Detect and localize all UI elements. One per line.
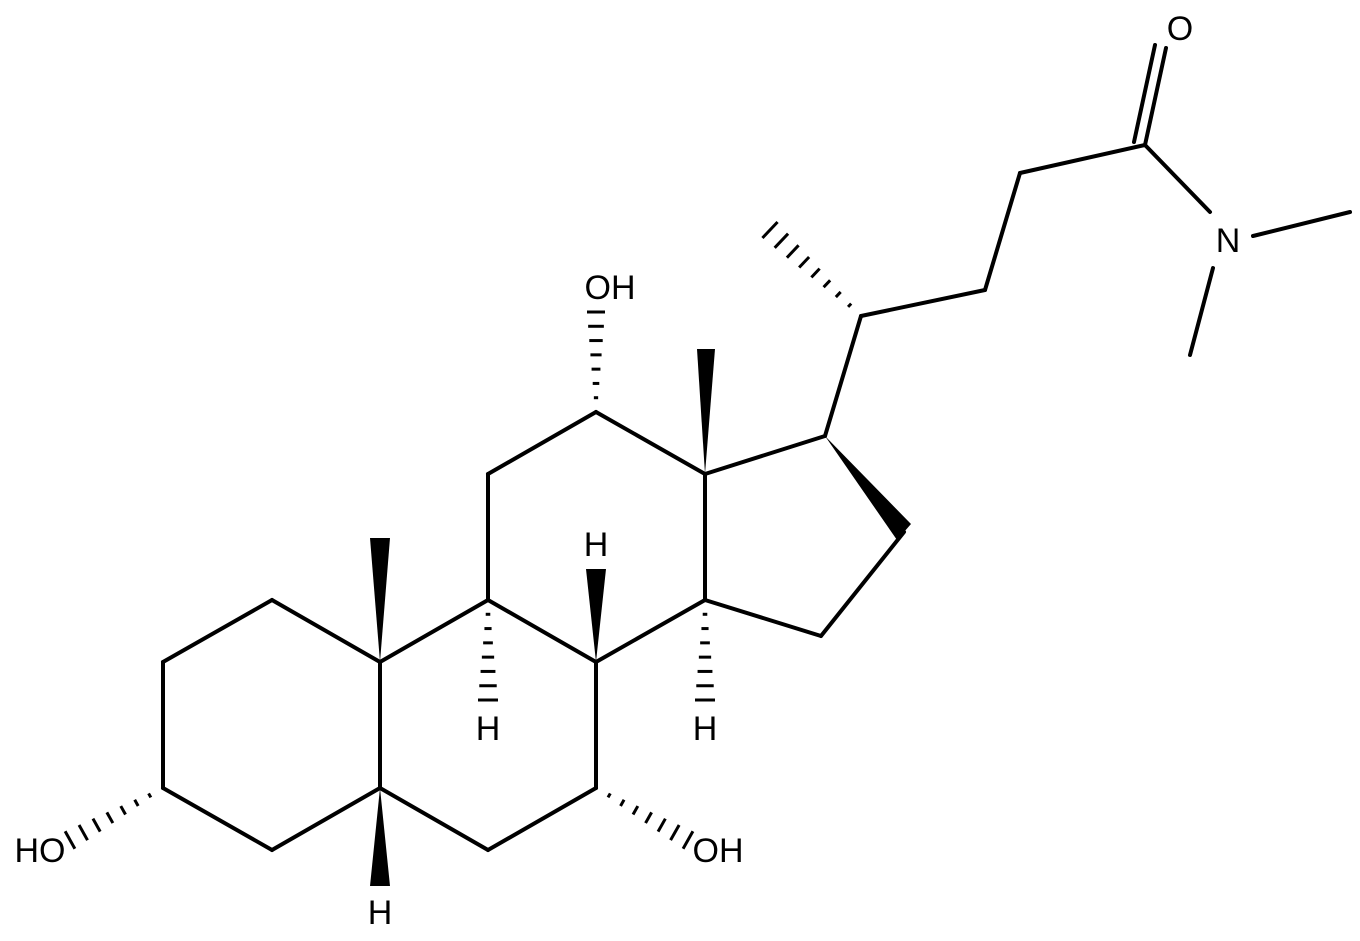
bond-c13-c17 — [703, 434, 827, 476]
bond-c24-n — [1143, 143, 1212, 214]
bond-c7-c6 — [486, 786, 598, 852]
bond-n-methyl-a — [1251, 210, 1352, 238]
hash-stroke — [773, 232, 790, 249]
hash-stroke — [63, 830, 77, 850]
wedge-c13-methyl — [697, 349, 715, 474]
hash-stroke — [147, 792, 153, 799]
bond-c14-c8 — [594, 598, 707, 664]
hash-stroke — [644, 811, 653, 824]
hash-stroke — [631, 805, 640, 816]
hash-bonds — [63, 220, 853, 850]
skeletal-bonds — [161, 43, 1352, 852]
hash-stroke — [133, 799, 140, 807]
label-hydroxyl-c3: HO — [15, 832, 66, 870]
label-hydrogen-c14: H — [693, 710, 718, 748]
hash-stroke — [669, 824, 681, 841]
hash-stroke — [761, 220, 779, 240]
bond-c4-c5 — [270, 786, 382, 852]
bond-carbonyl-a — [1143, 46, 1168, 147]
label-hydrogen-c5: H — [368, 894, 393, 932]
wedge-c8-hydrogen — [586, 569, 606, 662]
hash-stroke — [119, 805, 127, 816]
wedge-c5-hydrogen — [370, 788, 390, 886]
bond-c11-c12 — [486, 410, 598, 476]
hash-stroke — [656, 817, 667, 833]
label-hydrogen-c8: H — [584, 526, 609, 564]
bond-c10-c9 — [378, 598, 490, 664]
hash-stroke — [619, 799, 626, 807]
label-hydrogen-c9: H — [476, 710, 501, 748]
hash-c3-hydroxyl — [63, 792, 153, 850]
hash-stroke — [91, 817, 102, 833]
hash-c7-hydroxyl — [606, 792, 695, 850]
bond-c12-c13 — [594, 410, 707, 476]
hash-c14-hydrogen — [695, 612, 715, 702]
hash-stroke — [681, 830, 695, 850]
hash-stroke — [846, 302, 853, 308]
atom-labels: OH HO OH H H H H O N — [15, 10, 1241, 932]
bond-c23-c24 — [1018, 143, 1147, 175]
hash-stroke — [834, 290, 842, 299]
bond-c6-c5 — [378, 786, 490, 852]
bond-c1-c10 — [270, 598, 382, 664]
bond-c20-c22 — [859, 288, 987, 318]
hash-c9-hydrogen — [478, 612, 498, 702]
bond-c17-c20 — [823, 314, 863, 438]
bond-c1-c2 — [161, 598, 274, 664]
hash-c12-hydroxyl — [587, 310, 605, 400]
hash-stroke — [822, 279, 832, 289]
bond-c22-c23 — [983, 171, 1022, 292]
label-carbonyl-oxygen: O — [1167, 10, 1193, 48]
bond-carbonyl-b — [1132, 43, 1157, 144]
bond-c15-c14 — [703, 598, 823, 638]
bond-n-methyl-b — [1188, 266, 1215, 357]
wedge-c17-c16 — [825, 436, 911, 540]
bond-c16-c15 — [819, 530, 906, 638]
hash-stroke — [606, 792, 612, 799]
wedge-c10-methyl — [370, 538, 390, 662]
wedge-bonds — [370, 349, 911, 886]
hash-stroke — [77, 824, 89, 841]
hash-stroke — [798, 255, 811, 269]
bond-c9-c8 — [486, 598, 598, 664]
bond-c3-c4 — [161, 786, 274, 852]
hash-stroke — [105, 811, 115, 824]
label-hydroxyl-c12: OH — [585, 269, 636, 307]
hash-stroke — [810, 267, 821, 279]
label-amide-nitrogen: N — [1216, 222, 1241, 260]
hash-c20-methyl — [761, 220, 853, 308]
label-hydroxyl-c7: OH — [693, 832, 744, 870]
hash-stroke — [785, 244, 800, 259]
